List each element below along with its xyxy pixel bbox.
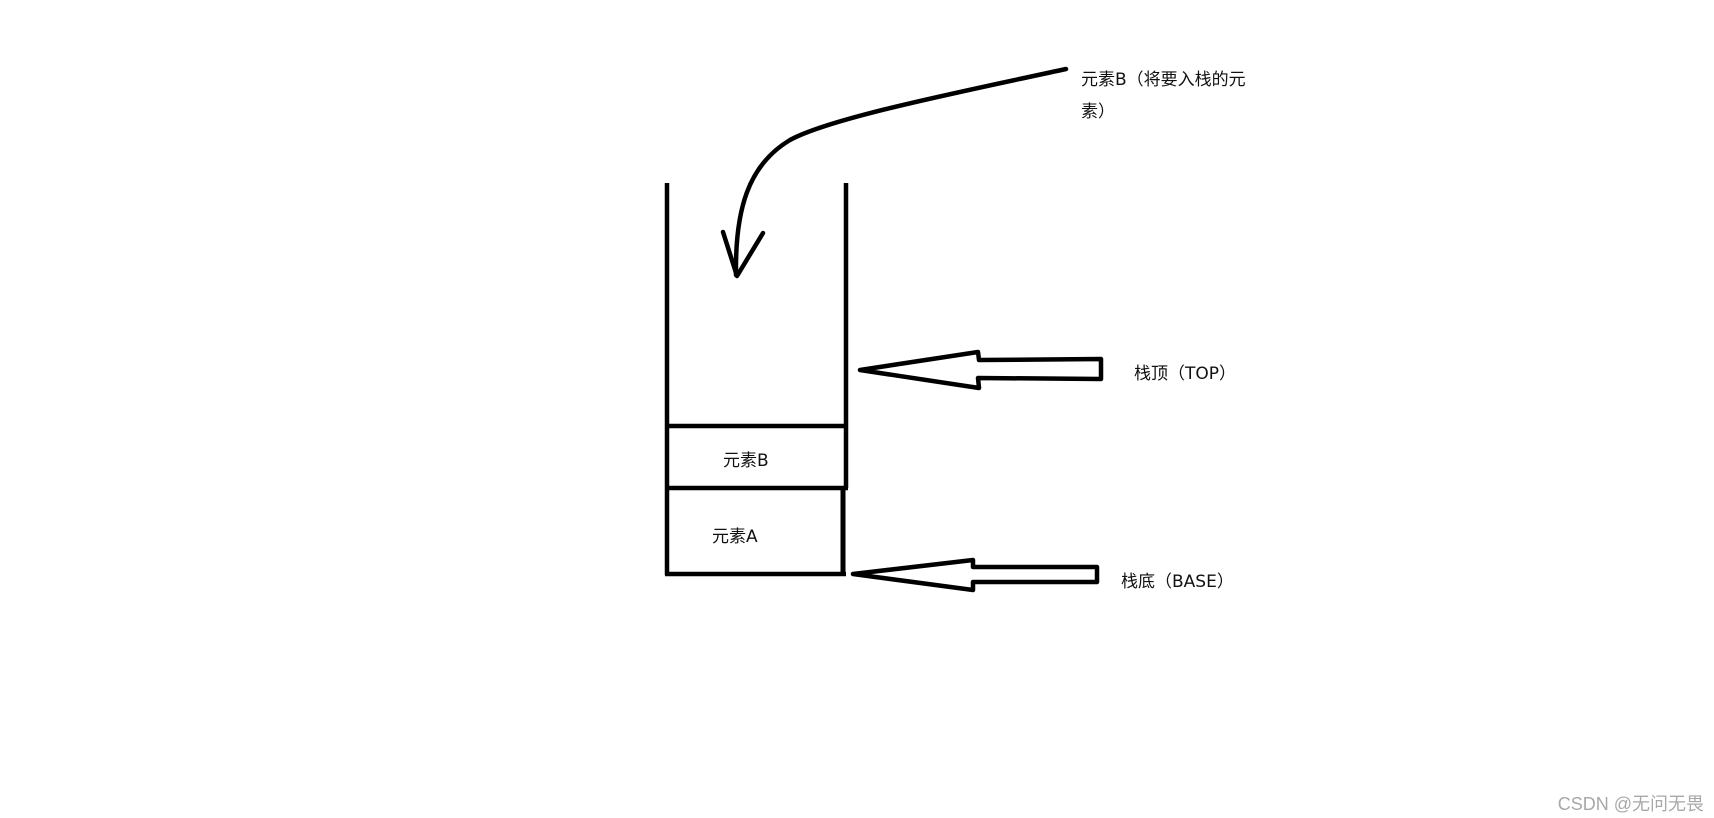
incoming-element-label-line1: 元素B（将要入栈的元: [1081, 70, 1246, 90]
top-pointer-arrow: [857, 349, 1104, 391]
base-pointer-arrow: [850, 557, 1100, 593]
push-arrow-head: [720, 229, 766, 279]
stack-base-label: 栈底（BASE）: [1121, 572, 1234, 592]
csdn-watermark: CSDN @无问无畏: [1557, 794, 1704, 814]
push-arrow-curve: [733, 66, 1069, 278]
cell-b-label: 元素B: [723, 451, 769, 471]
incoming-element-label-line2: 素）: [1081, 102, 1115, 122]
cell-a-label: 元素A: [712, 527, 758, 547]
stack-top-label: 栈顶（TOP）: [1134, 364, 1237, 384]
